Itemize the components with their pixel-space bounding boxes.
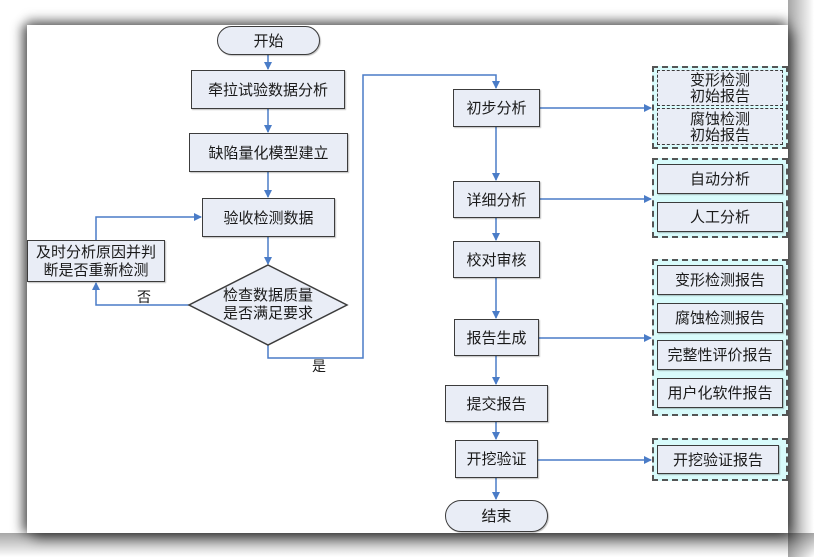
output-deformation-report: 变形检测报告 [657, 265, 783, 295]
arrow-reanalyze-loop [95, 213, 202, 240]
output-label: 腐蚀检测报告 [674, 309, 765, 327]
output-line-1: 变形检测 [689, 71, 750, 89]
node-acceptance-data: 验收检测数据 [202, 198, 335, 237]
node-label: 提交报告 [466, 394, 527, 413]
start-node: 开始 [217, 26, 320, 55]
node-label: 报告生成 [466, 328, 527, 347]
arrow-decision-no [92, 282, 189, 306]
panel-shadow-right [788, 0, 814, 557]
node-detailed-analysis: 详细分析 [453, 181, 540, 218]
node-label: 缺陷量化模型建立 [208, 143, 329, 162]
node-label: 详细分析 [466, 190, 527, 209]
reanalyze-line-2: 断是否重新检测 [43, 261, 149, 279]
node-label: 验收检测数据 [223, 208, 314, 227]
output-label: 用户化软件报告 [667, 384, 773, 402]
output-auto-analysis: 自动分析 [657, 164, 783, 194]
output-integrity-report: 完整性评价报告 [657, 340, 783, 370]
decision-line-1: 检查数据质量 [222, 286, 313, 304]
reanalyze-line-1: 及时分析原因并判 [35, 243, 156, 261]
output-line-2: 初始报告 [689, 125, 750, 144]
node-submit-report: 提交报告 [445, 385, 548, 422]
node-defect-model: 缺陷量化模型建立 [189, 133, 348, 172]
output-manual-analysis: 人工分析 [657, 202, 783, 232]
node-report-generation: 报告生成 [454, 319, 539, 356]
label-yes: 是 [312, 359, 326, 375]
start-label: 开始 [253, 31, 284, 50]
arrow-decision-yes [267, 74, 500, 359]
output-label: 人工分析 [689, 208, 750, 226]
output-corrosion-report: 腐蚀检测报告 [657, 303, 783, 333]
node-label: 开挖验证 [466, 450, 527, 468]
decision-diamond [187, 264, 349, 346]
label-no: 否 [137, 290, 151, 306]
output-custom-software-report: 用户化软件报告 [657, 378, 783, 408]
panel-shadow-bottom [0, 533, 814, 557]
node-label: 初步分析 [466, 99, 527, 117]
output-label: 完整性评价报告 [667, 346, 773, 364]
decision-line-2: 是否满足要求 [222, 304, 313, 322]
output-line-2: 初始报告 [689, 87, 750, 105]
output-label: 开挖验证报告 [672, 450, 763, 469]
end-label: 结束 [481, 507, 512, 525]
node-label: 校对审核 [466, 250, 527, 269]
node-preliminary-analysis: 初步分析 [453, 89, 540, 127]
node-label: 牵拉试验数据分析 [207, 80, 328, 99]
output-label: 变形检测报告 [674, 271, 765, 289]
output-deformation-initial: 变形检测 初始报告 [657, 70, 783, 106]
node-tensile-analysis: 牵拉试验数据分析 [191, 70, 345, 109]
output-corrosion-initial: 腐蚀检测 初始报告 [657, 108, 783, 145]
end-node: 结束 [445, 500, 548, 532]
node-excavation: 开挖验证 [455, 440, 538, 478]
node-reanalyze: 及时分析原因并判 断是否重新检测 [27, 240, 165, 282]
output-line-1: 腐蚀检测 [689, 109, 750, 128]
output-label: 自动分析 [689, 170, 750, 188]
decision-text: 检查数据质量 是否满足要求 [189, 286, 347, 322]
node-review: 校对审核 [453, 241, 540, 278]
output-excavation-report: 开挖验证报告 [657, 445, 779, 474]
